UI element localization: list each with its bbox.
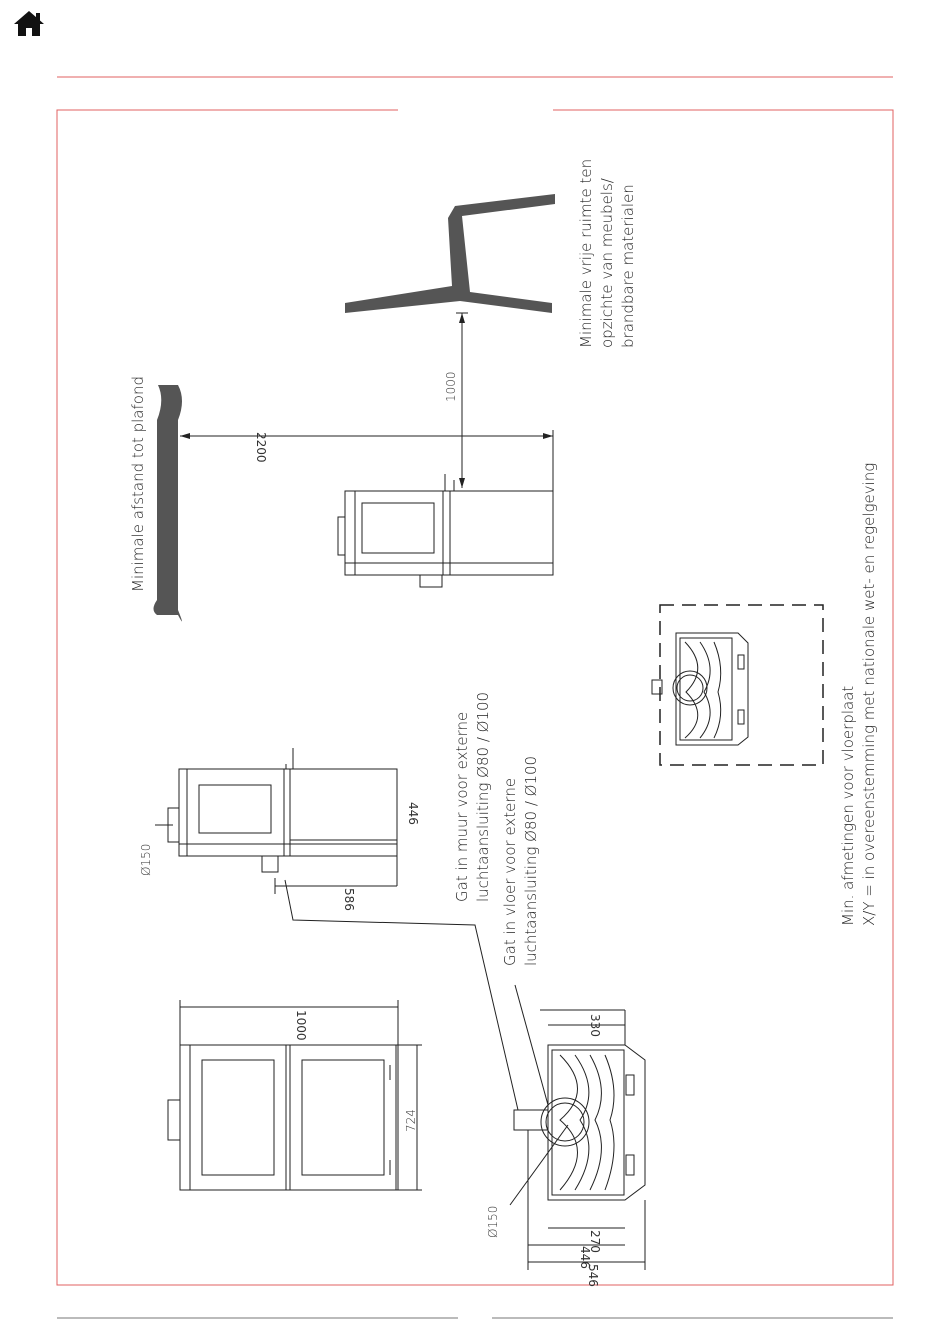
dim-2200: 2200 bbox=[254, 432, 268, 463]
drawing-frame bbox=[56, 109, 894, 1286]
floorplate-outline bbox=[659, 604, 824, 766]
dim-446-side: 446 bbox=[406, 802, 420, 825]
wall-hole-leader bbox=[284, 879, 519, 1111]
wall-hole-label: Gat in muur voor externe luchtaansluitin… bbox=[453, 691, 492, 902]
stove-right-view bbox=[337, 474, 554, 588]
floorplate-stove bbox=[651, 632, 749, 746]
ceiling-label: Minimale afstand tot plafond bbox=[129, 376, 147, 592]
stove-front-view bbox=[167, 1044, 399, 1191]
stove-top-view bbox=[513, 1044, 646, 1201]
dim-1000-width: 1000 bbox=[294, 1010, 308, 1041]
dim-724: 724 bbox=[404, 1109, 418, 1132]
floor-hole-label: Gat in vloer voor externe luchtaansluiti… bbox=[501, 755, 540, 966]
dim-546: 546 bbox=[586, 1264, 600, 1287]
dim-586: 586 bbox=[342, 888, 356, 911]
dim-1000-clearance: 1000 bbox=[444, 371, 458, 402]
dim-330: 330 bbox=[588, 1014, 602, 1037]
dim-150-bottom-leader bbox=[509, 1124, 569, 1206]
home-icon[interactable] bbox=[12, 8, 46, 38]
furniture-symbol bbox=[345, 194, 555, 313]
stove-middle-view bbox=[155, 748, 398, 873]
floorplate-label: Min. afmetingen voor vloerplaat X/Y = in… bbox=[839, 462, 878, 926]
ceiling-slab bbox=[153, 385, 182, 622]
dim-150-bottom: Ø150 bbox=[486, 1205, 500, 1238]
floor-hole-leader bbox=[514, 984, 549, 1106]
dim-150-top: Ø150 bbox=[139, 843, 153, 876]
furniture-label: Minimale vrije ruimte ten opzichte van m… bbox=[577, 158, 637, 348]
